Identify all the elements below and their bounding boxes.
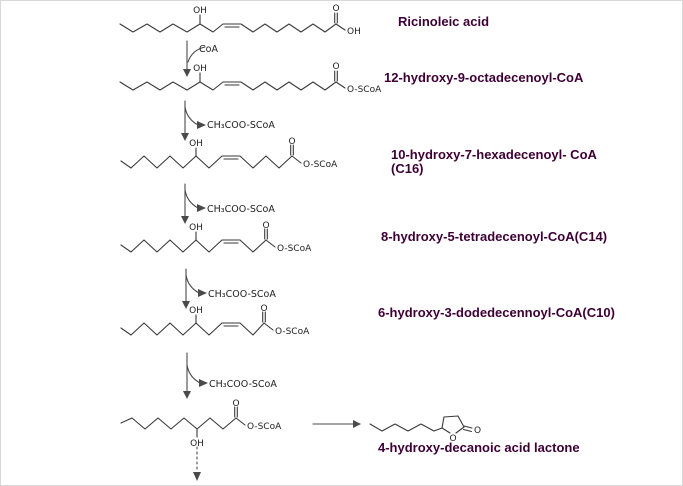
hydroxyl-label: OH — [190, 439, 204, 449]
compound-label-hexadecenoyl-coa: 10-hydroxy-7-hexadecenoyl- CoA (C16) — [391, 148, 597, 176]
structure-lactone: O O — [369, 415, 481, 444]
compound-label-line1: 10-hydroxy-7-hexadecenoyl- CoA — [391, 147, 597, 162]
carbonyl-oxygen-label: O — [232, 399, 239, 409]
coa-reagent-label: CoA — [199, 44, 218, 55]
thioester-label: O-SCoA — [303, 160, 338, 170]
structure-dodecenoyl-coa: OH O O-SCoA — [120, 304, 310, 337]
carbonyl-oxygen-label: O — [474, 426, 481, 436]
carbonyl-oxygen-label: O — [332, 4, 339, 14]
acetyl-coa-label-2: CH₃COO-SCoA — [207, 204, 275, 215]
reaction-arrow-5 — [183, 352, 208, 399]
carbonyl-oxygen-label: O — [262, 221, 269, 231]
thioester-label: O-SCoA — [275, 327, 310, 337]
structure-tetradecenoyl-coa: OH O O-SCoA — [120, 221, 312, 254]
compound-label-tetradecenoyl-coa: 8-hydroxy-5-tetradecenoyl-CoA(C14) — [381, 229, 608, 244]
ring-oxygen-label: O — [449, 434, 456, 444]
structure-ricinoleic-acid: OH O OH — [119, 4, 361, 37]
compound-label-dodecenoyl-coa: 6-hydroxy-3-dodedecennoyl-CoA(C10) — [378, 305, 615, 320]
acid-oh-label: OH — [347, 27, 361, 37]
carbonyl-oxygen-label: O — [260, 304, 267, 314]
reaction-arrow-4 — [182, 268, 207, 309]
compound-label-ricinoleic-acid: Ricinoleic acid — [398, 14, 490, 29]
hydroxyl-label: OH — [193, 64, 207, 74]
acetyl-coa-label-4: CH₃COO-SCoA — [209, 379, 277, 390]
structure-hexadecenoyl-coa: OH O O-SCoA — [120, 137, 338, 170]
acetyl-coa-label-3: CH₃COO-SCoA — [208, 289, 276, 300]
lactonization-arrow — [312, 420, 361, 428]
compound-label-lactone: 4-hydroxy-decanoic acid lactone — [378, 440, 580, 455]
acetyl-coa-label-1: CH₃COO-SCoA — [207, 120, 275, 131]
thioester-label: O-SCoA — [247, 422, 282, 432]
thioester-label: O-SCoA — [277, 244, 312, 254]
hydroxyl-label: OH — [189, 223, 203, 233]
hydroxyl-label: OH — [189, 306, 203, 316]
structure-octadecenoyl-coa: OH O O-SCoA — [119, 62, 382, 95]
hydroxyl-label: OH — [193, 6, 207, 16]
thioester-label: O-SCoA — [347, 85, 382, 95]
dotted-continuation-arrow — [193, 446, 201, 481]
compound-label-line2: (C16) — [391, 161, 424, 176]
reaction-arrow-1 — [183, 40, 206, 77]
compound-label-octadecenoyl-coa: 12-hydroxy-9-octadecenoyl-CoA — [384, 70, 584, 85]
carbonyl-oxygen-label: O — [332, 62, 339, 72]
carbonyl-oxygen-label: O — [288, 137, 295, 147]
reaction-arrow-2 — [181, 100, 206, 141]
hydroxyl-label: OH — [189, 139, 203, 149]
structure-hydroxy-decanoyl-coa: OH O O-SCoA — [120, 399, 282, 449]
reaction-arrow-3 — [181, 183, 206, 224]
